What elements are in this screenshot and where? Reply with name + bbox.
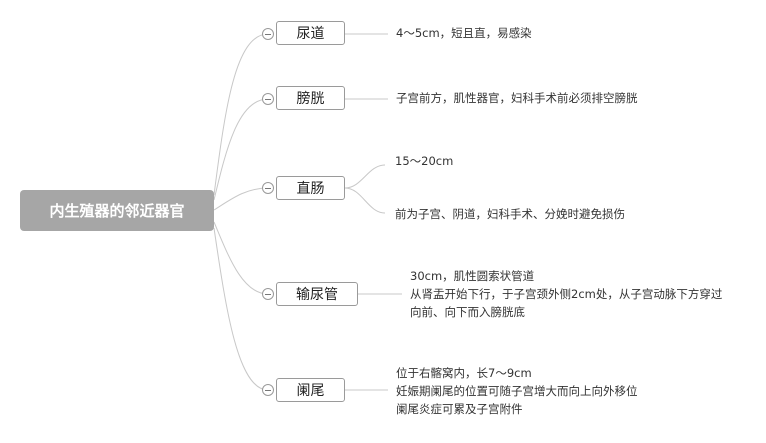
collapse-toggle-icon[interactable]	[262, 182, 274, 194]
connector-root-bladder	[213, 98, 269, 201]
note-ureter-1: 30cm，肌性圆索状管道	[410, 269, 535, 283]
branch-label: 膀胱	[296, 91, 325, 107]
collapse-toggle-icon[interactable]	[262, 288, 274, 300]
note-bladder-1: 子宫前方，肌性器官，妇科手术前必须排空膀胱	[396, 91, 638, 105]
note-ureter-3: 向前、向下而入膀胱底	[410, 305, 525, 319]
branch-node-urethra[interactable]: 尿道	[276, 21, 345, 45]
branch-node-rectum[interactable]: 直肠	[276, 176, 345, 200]
note-appendix-1: 位于右髂窝内，长7～9cm	[396, 366, 532, 380]
note-rectum-1: 15～20cm	[395, 154, 454, 168]
connector-rectum-note-2	[344, 187, 386, 214]
connector-root-appendix	[213, 227, 269, 391]
connector-root-ureter	[213, 221, 269, 295]
branch-label: 尿道	[296, 26, 325, 42]
root-label: 内生殖器的邻近器官	[49, 202, 185, 220]
collapse-toggle-icon[interactable]	[262, 93, 274, 105]
branch-label: 阑尾	[296, 383, 325, 399]
branch-label: 输尿管	[296, 287, 338, 303]
note-appendix-3: 阑尾炎症可累及子宫附件	[396, 402, 523, 416]
connector-root-rectum	[213, 187, 269, 211]
note-ureter-2: 从肾盂开始下行，于子宫颈外侧2cm处，从子宫动脉下方穿过	[410, 287, 723, 301]
branch-label: 直肠	[296, 181, 325, 197]
branch-node-ureter[interactable]: 输尿管	[276, 282, 358, 306]
branch-node-appendix[interactable]: 阑尾	[276, 378, 345, 402]
note-rectum-2: 前为子宫、阴道，妇科手术、分娩时避免损伤	[395, 207, 625, 221]
collapse-toggle-icon[interactable]	[262, 28, 274, 40]
branch-node-bladder[interactable]: 膀胱	[276, 86, 345, 110]
root-node[interactable]: 内生殖器的邻近器官	[20, 190, 214, 231]
connector-root-urethra	[213, 33, 269, 196]
note-urethra-1: 4～5cm，短且直，易感染	[396, 26, 532, 40]
connector-rectum-note-1	[344, 164, 386, 189]
note-appendix-2: 妊娠期阑尾的位置可随子宫增大而向上向外移位	[396, 384, 638, 398]
collapse-toggle-icon[interactable]	[262, 384, 274, 396]
